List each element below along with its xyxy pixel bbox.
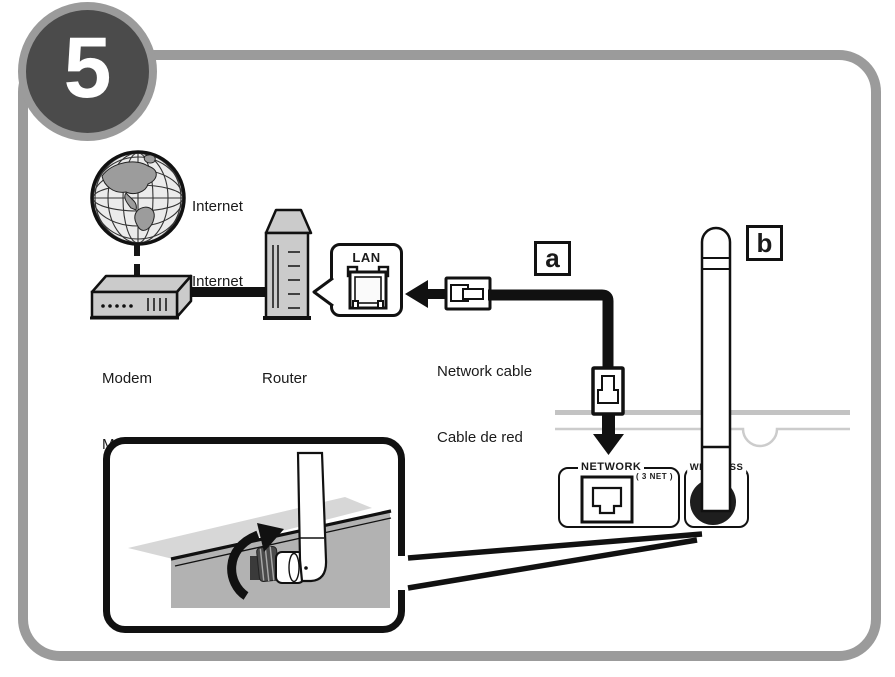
network-cable-run <box>488 289 614 372</box>
step-number: 5 <box>63 19 112 116</box>
modem-label-en: Modem <box>102 370 153 387</box>
network-cable-label: Network cable Cable de red <box>437 317 532 493</box>
network-cable-label-en: Network cable <box>437 363 533 380</box>
marker-b: b <box>746 225 783 261</box>
network-port-note: ( 3 NET ) <box>636 472 673 481</box>
network-port-label: NETWORK <box>578 461 645 473</box>
lan-port-icon <box>346 265 390 310</box>
arrow-down-icon <box>593 414 624 455</box>
network-jack-icon <box>580 475 634 524</box>
step-badge: 5 <box>18 2 157 141</box>
inset-border-gap <box>396 556 409 590</box>
modem-router-cable <box>175 287 267 297</box>
panel-frame <box>18 50 881 661</box>
internet-label: Internet Internet <box>192 144 243 344</box>
lan-callout-tail <box>312 276 334 308</box>
marker-a-letter: a <box>545 243 560 273</box>
marker-a: a <box>534 241 571 276</box>
internet-label-en: Internet <box>192 198 243 215</box>
antenna-inset-art <box>128 451 392 608</box>
cable-plug-icon <box>591 366 625 416</box>
globe-icon <box>90 150 186 246</box>
internet-label-es: Internet <box>192 273 243 290</box>
marker-b-letter: b <box>756 227 773 258</box>
router-label-en: Router <box>262 370 308 387</box>
lan-callout-label: LAN <box>352 250 381 265</box>
network-cable-label-es: Cable de red <box>437 429 523 446</box>
arrow-left-icon <box>405 280 445 308</box>
modem-icon <box>90 274 193 320</box>
inset-callout-lines <box>407 531 703 591</box>
internet-modem-link <box>134 244 140 276</box>
router-icon <box>263 208 313 320</box>
antenna-icon <box>700 226 732 513</box>
